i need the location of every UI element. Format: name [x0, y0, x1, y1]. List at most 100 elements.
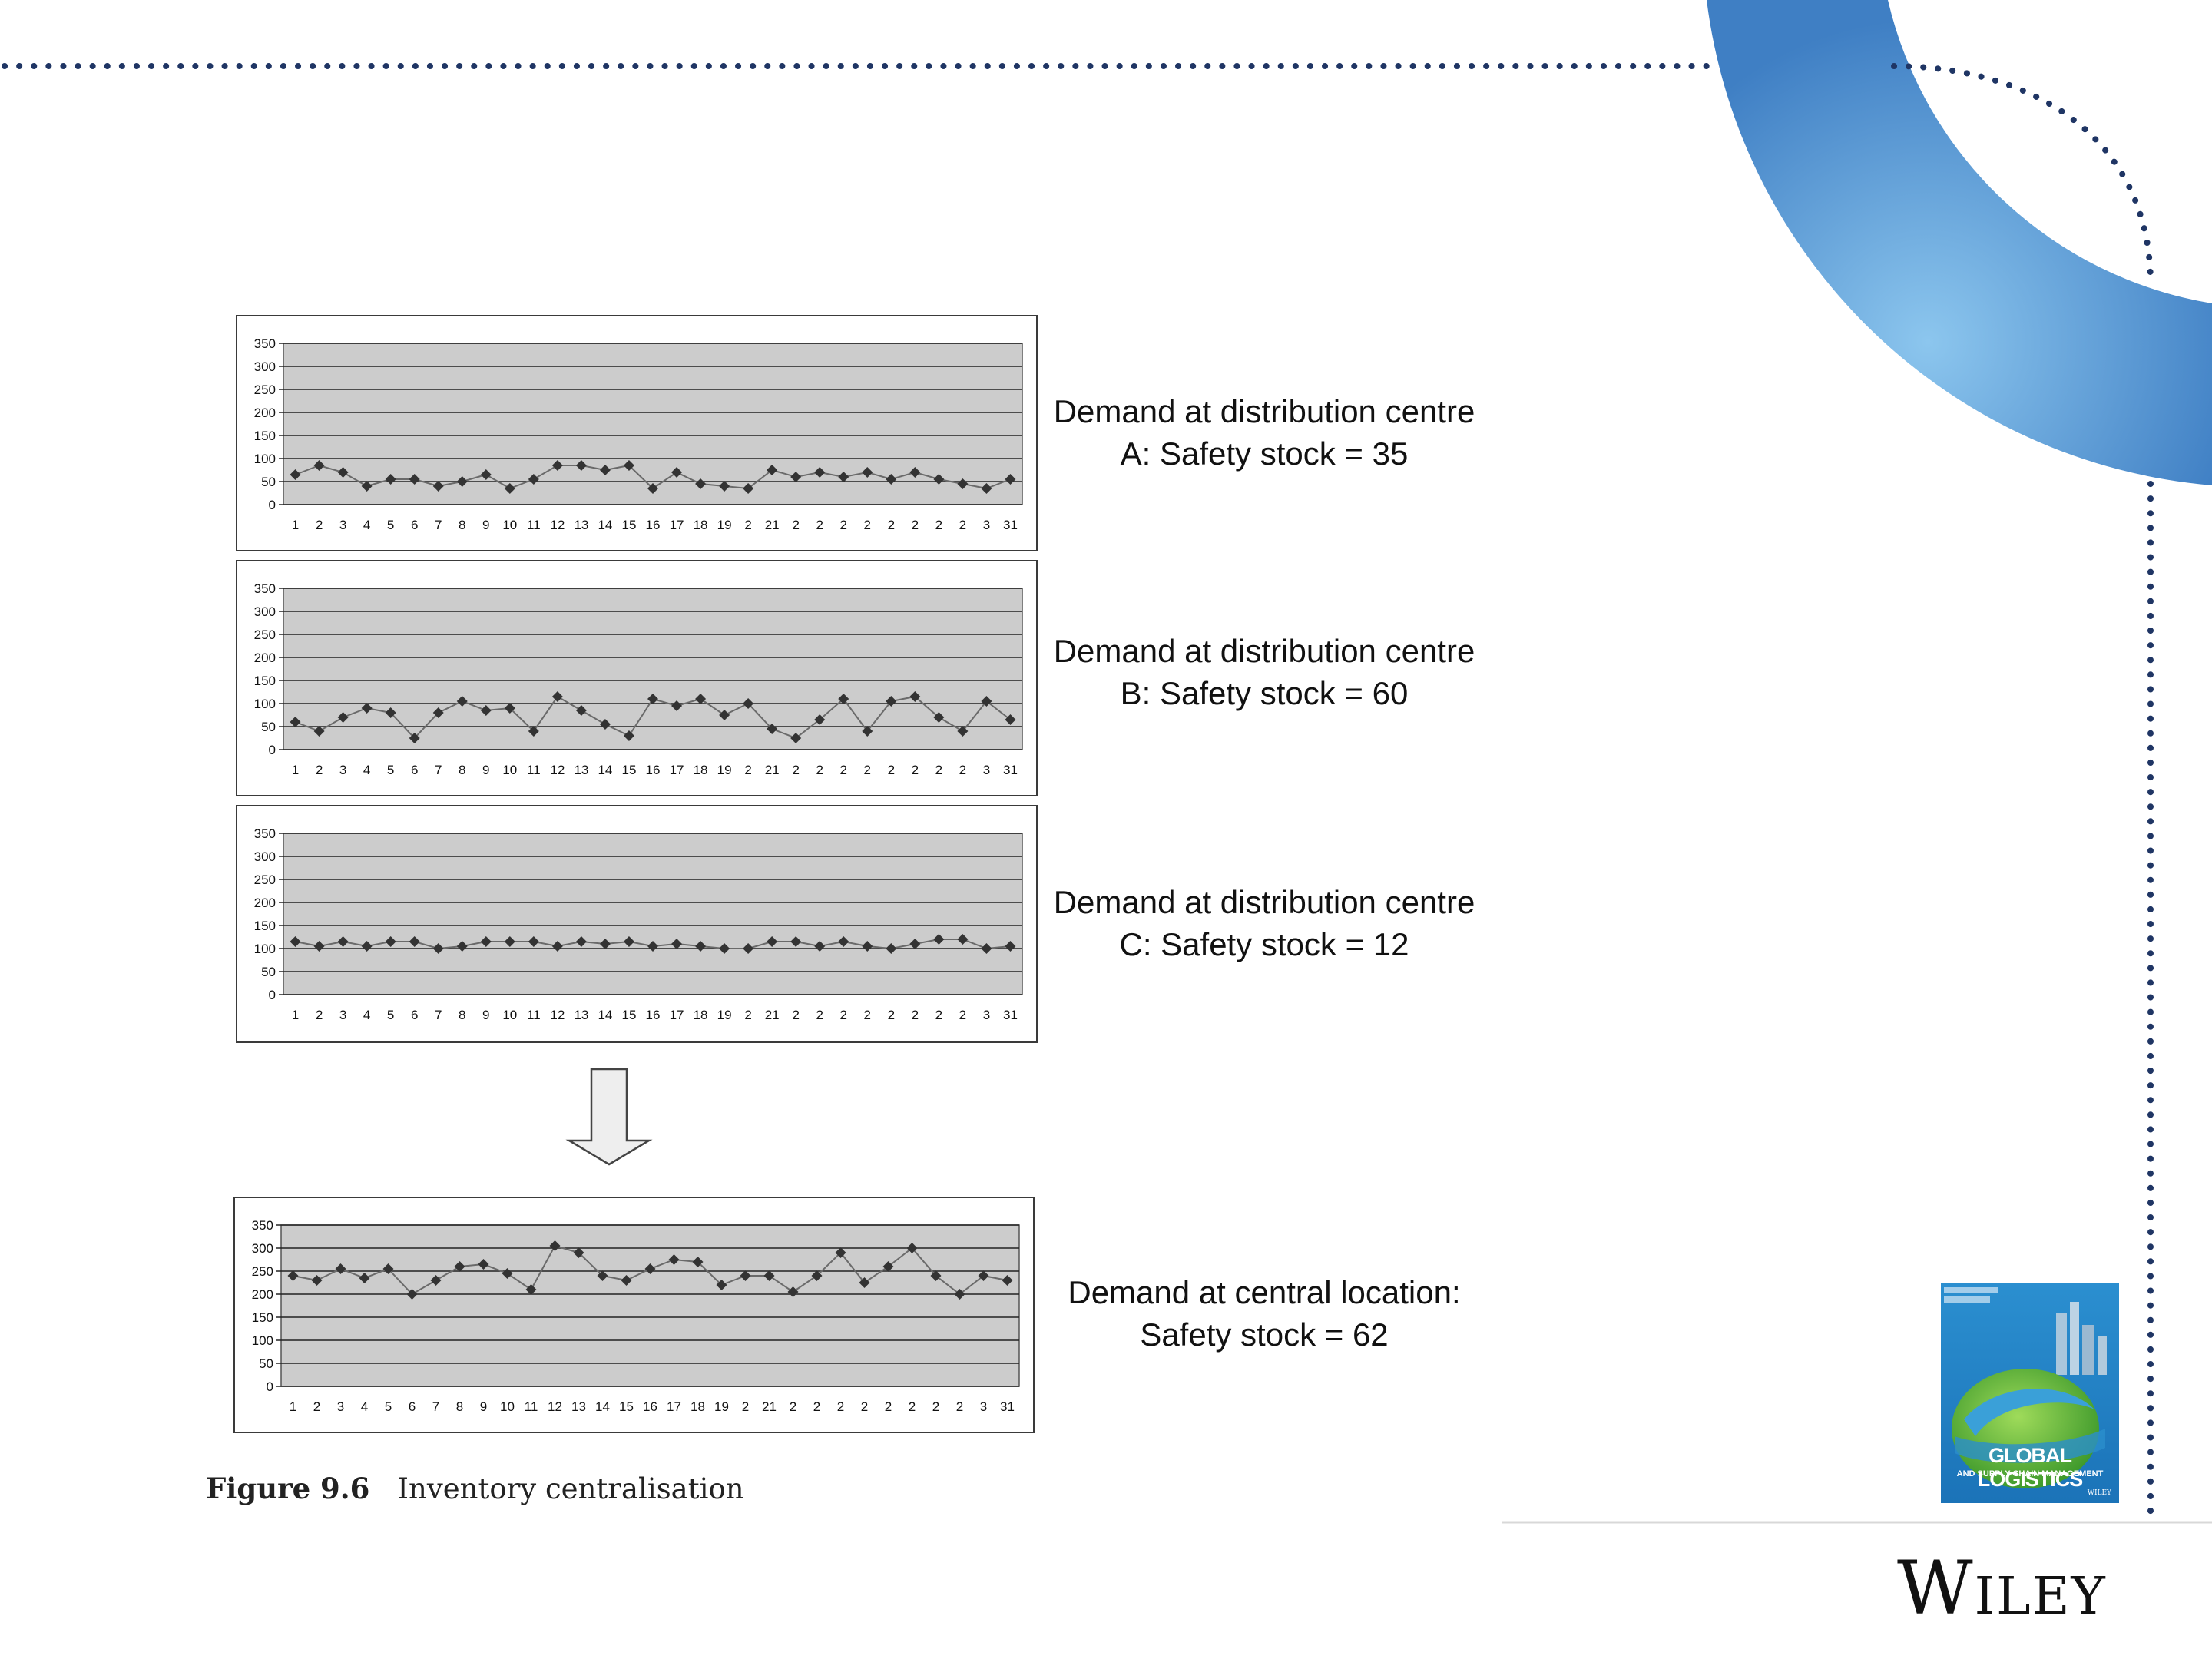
y-tick-label: 300 — [252, 1241, 273, 1256]
x-tick-label: 8 — [459, 1008, 465, 1022]
y-tick-label: 300 — [254, 604, 276, 619]
x-tick-label: 19 — [717, 1008, 732, 1022]
data-point — [385, 474, 396, 485]
book-cover-subtitle: AND SUPPLY CHAIN MANAGEMENT — [1956, 1469, 2104, 1479]
x-tick-label: 2 — [861, 1399, 868, 1414]
chart-label-centre-b: Demand at distribution centre B: Safety … — [1053, 633, 1475, 711]
x-tick-label: 12 — [548, 1399, 562, 1414]
x-tick-label: 10 — [500, 1399, 515, 1414]
data-point — [933, 474, 945, 485]
x-tick-label: 9 — [480, 1399, 487, 1414]
data-point — [862, 941, 873, 952]
x-tick-label: 31 — [1003, 518, 1018, 532]
x-tick-label: 7 — [435, 1008, 442, 1022]
data-point — [504, 936, 515, 947]
x-tick-label: 6 — [409, 1399, 416, 1414]
data-point — [719, 943, 730, 954]
x-tick-label: 9 — [482, 1008, 489, 1022]
x-tick-label: 5 — [387, 1008, 394, 1022]
data-point — [743, 483, 754, 494]
x-tick-label: 12 — [550, 518, 565, 532]
data-point — [549, 1240, 561, 1251]
data-point — [647, 694, 658, 704]
data-point — [1005, 941, 1016, 952]
x-tick-label: 2 — [959, 518, 966, 532]
data-point — [1005, 474, 1016, 485]
data-point — [647, 483, 658, 494]
data-point — [382, 1263, 394, 1274]
x-tick-label: 6 — [411, 1008, 418, 1022]
data-point — [480, 469, 492, 480]
data-point — [409, 733, 420, 743]
data-point — [409, 474, 420, 485]
x-tick-label: 2 — [912, 763, 919, 777]
x-tick-label: 10 — [502, 763, 517, 777]
x-tick-label: 10 — [502, 1008, 517, 1022]
data-point — [528, 474, 539, 485]
data-point — [597, 1270, 608, 1281]
x-tick-label: 15 — [622, 763, 637, 777]
data-point — [432, 943, 444, 954]
y-tick-label: 150 — [254, 429, 276, 443]
x-tick-label: 2 — [316, 763, 323, 777]
x-tick-label: 6 — [411, 763, 418, 777]
chart-label-centre-a: Demand at distribution centre A: Safety … — [1053, 393, 1475, 472]
data-point — [862, 726, 873, 737]
book-cover-title: GLOBAL LOGISTICS — [1977, 1444, 2084, 1491]
y-tick-label: 150 — [252, 1310, 273, 1325]
x-tick-label: 13 — [571, 1399, 586, 1414]
data-point — [862, 467, 873, 478]
data-point — [767, 465, 778, 475]
x-tick-label: 7 — [432, 1399, 439, 1414]
data-point — [456, 696, 468, 707]
data-point — [504, 483, 515, 494]
x-tick-label: 1 — [292, 518, 299, 532]
data-point — [361, 941, 373, 952]
x-tick-label: 2 — [816, 518, 823, 532]
data-point — [551, 941, 563, 952]
data-point — [385, 936, 396, 947]
x-tick-label: 11 — [527, 518, 541, 532]
x-tick-label: 9 — [482, 763, 489, 777]
x-tick-label: 2 — [813, 1399, 820, 1414]
plot-background — [283, 833, 1023, 995]
data-point — [575, 460, 587, 471]
x-tick-label: 12 — [550, 1008, 565, 1022]
data-point — [551, 691, 563, 702]
data-point — [954, 1289, 965, 1300]
x-tick-label: 2 — [959, 1008, 966, 1022]
data-point — [740, 1270, 751, 1281]
y-tick-label: 0 — [267, 1379, 273, 1394]
x-tick-label: 2 — [935, 763, 942, 777]
x-tick-label: 2 — [316, 1008, 323, 1022]
data-point — [432, 481, 444, 492]
data-point — [838, 472, 849, 482]
data-point — [767, 724, 778, 734]
x-tick-label: 2 — [959, 763, 966, 777]
data-point — [695, 694, 707, 704]
y-tick-label: 100 — [254, 697, 276, 711]
data-point — [599, 719, 611, 730]
x-tick-label: 19 — [714, 1399, 729, 1414]
x-tick-label: 3 — [337, 1399, 344, 1414]
x-tick-label: 15 — [622, 518, 637, 532]
x-tick-label: 16 — [646, 763, 661, 777]
y-tick-label: 0 — [269, 743, 276, 757]
x-tick-label: 2 — [932, 1399, 939, 1414]
x-tick-label: 2 — [742, 1399, 749, 1414]
data-point — [528, 726, 539, 737]
book-cover-art — [1941, 1283, 2119, 1503]
data-point — [456, 941, 468, 952]
blue-arc — [1707, 0, 2212, 485]
data-point — [695, 478, 707, 489]
x-tick-label: 5 — [387, 518, 394, 532]
x-tick-label: 15 — [619, 1399, 634, 1414]
data-point — [790, 472, 802, 482]
y-tick-label: 250 — [254, 382, 276, 397]
y-tick-label: 0 — [269, 498, 276, 512]
x-tick-label: 2 — [840, 763, 847, 777]
